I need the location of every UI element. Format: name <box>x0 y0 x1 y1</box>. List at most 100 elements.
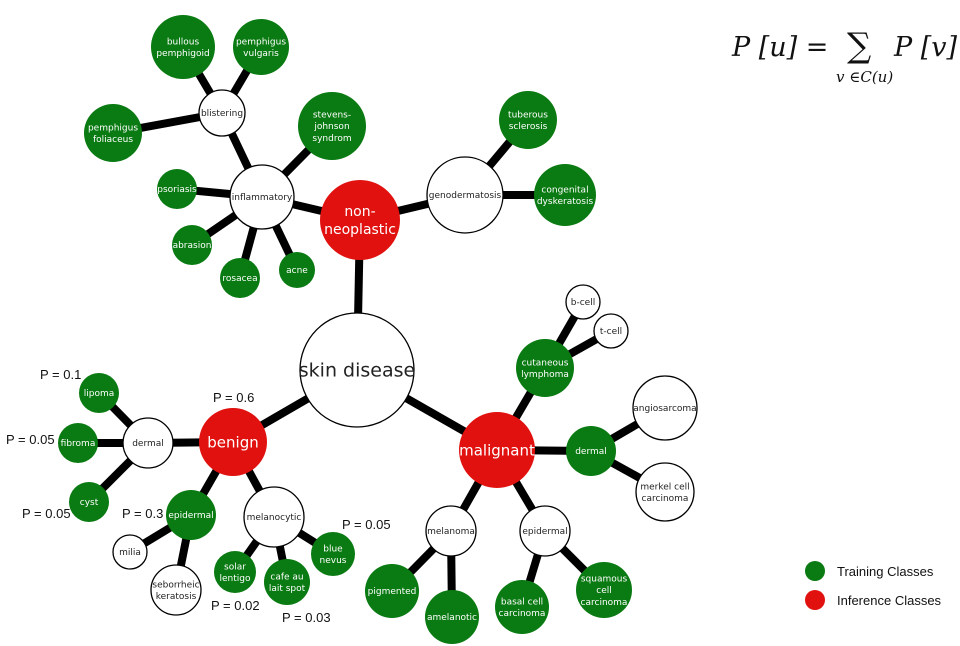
node-circle <box>365 564 419 618</box>
node-circle <box>150 564 202 616</box>
node-bcell: b-cell <box>565 284 601 320</box>
node-circle <box>172 225 212 265</box>
node-circle <box>499 91 557 149</box>
node-tcell: t-cell <box>593 313 629 349</box>
node-circle <box>198 89 246 137</box>
node-circle <box>151 15 215 79</box>
node-abr: abrasion <box>172 225 212 265</box>
node-circle <box>635 462 695 522</box>
node-label: abrasion <box>173 241 212 251</box>
node-circle <box>229 164 295 230</box>
node-circle <box>565 284 601 320</box>
node-label: benign <box>207 433 258 451</box>
legend-label: Training Classes <box>837 563 934 579</box>
probability-formula: P [u] = ∑ v ∈C(u) P [v] <box>732 26 957 86</box>
node-cyst: cyst <box>69 482 109 522</box>
node-label: pigmented <box>368 587 417 597</box>
node-circle <box>311 532 355 576</box>
node-circle <box>299 312 415 428</box>
node-label: rosacea <box>222 274 257 284</box>
node-circle <box>279 252 315 288</box>
node-circle <box>199 408 267 476</box>
node-label: malignant <box>459 441 535 459</box>
node-label: lipoma <box>84 389 115 399</box>
node-label: milia <box>119 548 141 558</box>
node-label: dermal <box>132 439 164 449</box>
node-milia: milia <box>112 534 148 570</box>
formula-lhs: P [u] = <box>732 32 829 63</box>
node-label: b-cell <box>571 298 595 308</box>
node-circle <box>220 258 260 298</box>
node-label: non-neoplastic <box>324 204 396 238</box>
node-circle <box>576 562 632 618</box>
node-angio: angiosarcoma <box>632 375 698 441</box>
node-circle <box>516 339 574 397</box>
node-label: epidermal <box>168 511 213 521</box>
node-blister: blistering <box>198 89 246 137</box>
formula-sum-symbol: ∑ <box>847 26 872 66</box>
node-circle <box>459 412 535 488</box>
node-label: psoriasis <box>157 185 197 195</box>
node-fibroma: fibroma <box>58 423 98 463</box>
node-label: epidermal <box>522 527 567 537</box>
node-circle <box>122 417 174 469</box>
node-label: blistering <box>201 109 243 119</box>
node-lipoma: lipoma <box>79 373 119 413</box>
node-mepi: epidermal <box>519 505 571 557</box>
legend-training: Training Classes <box>805 561 933 581</box>
node-label: acne <box>286 266 308 276</box>
node-pigm: pigmented <box>365 564 419 618</box>
node-label: amelanotic <box>427 613 477 623</box>
probability-label-blue: P = 0.05 <box>342 517 391 532</box>
inference-dot-icon <box>805 590 825 610</box>
node-label: melanocytic <box>247 513 302 523</box>
node-acne: acne <box>279 252 315 288</box>
node-circle <box>425 590 479 644</box>
formula-rhs: P [v] <box>894 32 958 63</box>
node-melanoma: melanoma <box>425 505 477 557</box>
node-circle <box>84 104 142 162</box>
node-circle <box>495 580 549 634</box>
node-malig: malignant <box>459 412 535 488</box>
node-label: genodermatosis <box>429 191 502 201</box>
formula-sum-subscript: v ∈C(u) <box>836 68 894 86</box>
training-dot-icon <box>805 561 825 581</box>
node-label: angiosarcoma <box>633 404 696 414</box>
node-circle <box>233 19 289 75</box>
node-inflam: inflammatory <box>229 164 295 230</box>
node-melano: melanocytic <box>243 486 305 548</box>
node-label: skin disease <box>299 360 415 382</box>
node-psor: psoriasis <box>157 169 197 209</box>
node-geno: genodermatosis <box>426 156 504 234</box>
node-label: t-cell <box>600 327 622 337</box>
node-circle <box>112 534 148 570</box>
node-circle <box>58 423 98 463</box>
node-circle <box>264 559 310 605</box>
node-circle <box>320 180 400 260</box>
node-circle <box>79 373 119 413</box>
probability-label-fibroma: P = 0.05 <box>6 432 55 447</box>
node-circle <box>243 486 305 548</box>
node-ros: rosacea <box>220 258 260 298</box>
node-circle <box>426 156 504 234</box>
